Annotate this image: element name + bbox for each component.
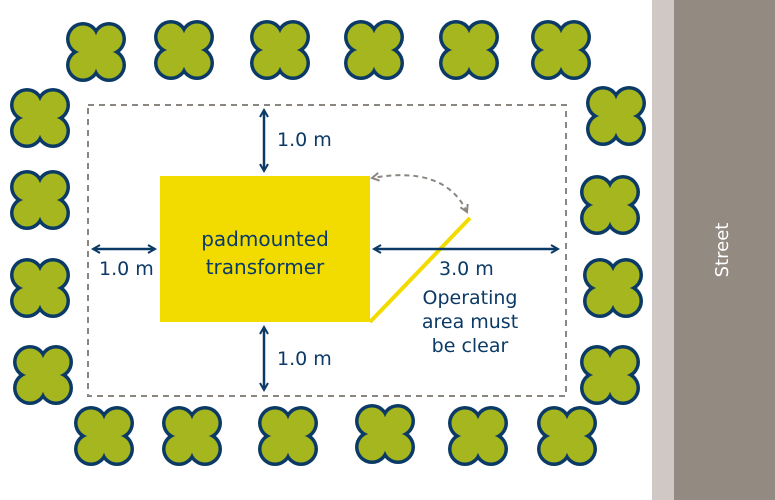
operating-area-note: Operating area must be clear	[405, 286, 535, 358]
shrub-icon	[344, 20, 404, 80]
left-clearance-label: 1.0 m	[99, 258, 154, 280]
road	[674, 0, 775, 500]
shrub-icon	[10, 88, 70, 148]
right-clearance-label: 3.0 m	[439, 258, 494, 280]
operating-note-line3: be clear	[431, 335, 509, 357]
shrub-icon	[586, 86, 646, 146]
shrub-icon	[439, 20, 499, 80]
shrub-icon	[355, 404, 415, 464]
street-label: Street	[712, 222, 733, 278]
shrub-icon	[258, 406, 318, 466]
operating-note-line2: area must	[421, 311, 519, 333]
shrub-icon	[580, 345, 640, 405]
transformer-label: padmounted transformer	[160, 225, 370, 281]
operating-note-line1: Operating	[422, 287, 518, 309]
shrub-border	[10, 20, 646, 466]
transformer-door	[368, 216, 472, 324]
curb	[652, 0, 674, 500]
shrub-icon	[537, 406, 597, 466]
transformer-label-line1: padmounted	[201, 227, 329, 251]
transformer-box	[160, 176, 370, 322]
door-swing-arrow	[372, 175, 467, 212]
shrub-icon	[250, 20, 310, 80]
shrub-icon	[10, 170, 70, 230]
shrub-icon	[531, 20, 591, 80]
shrub-icon	[10, 258, 70, 318]
bottom-clearance-label: 1.0 m	[277, 348, 332, 370]
shrub-icon	[162, 406, 222, 466]
shrub-icon	[154, 20, 214, 80]
street: Street	[652, 0, 775, 500]
shrub-icon	[583, 258, 643, 318]
shrub-icon	[66, 22, 126, 82]
shrub-icon	[448, 406, 508, 466]
shrub-icon	[13, 345, 73, 405]
top-clearance-label: 1.0 m	[277, 129, 332, 151]
shrub-icon	[580, 175, 640, 235]
shrub-icon	[74, 406, 134, 466]
transformer-label-line2: transformer	[205, 255, 325, 279]
